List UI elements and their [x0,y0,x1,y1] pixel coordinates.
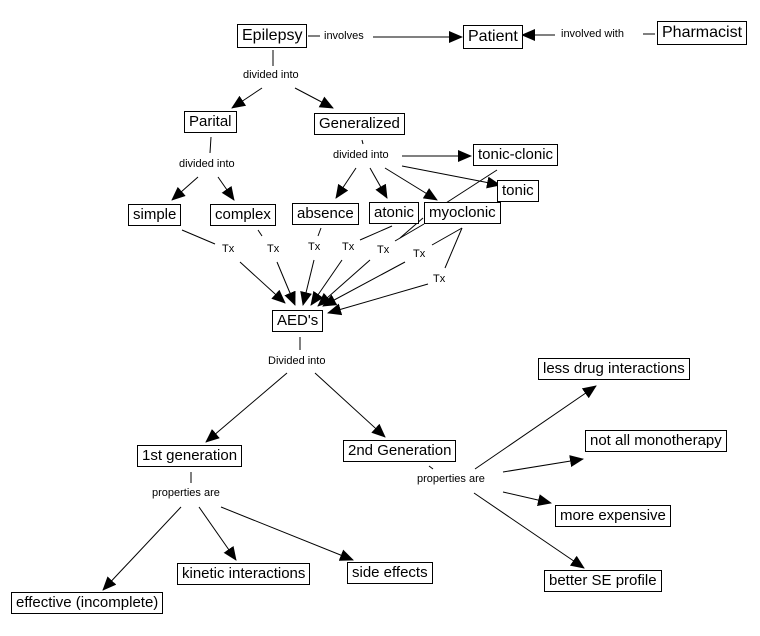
edge-adivided-second [314,372,386,438]
link-label-tx-tonic-clonic: Tx [376,244,391,257]
edge-myoclonic-tx-b [431,227,463,246]
edge-sprops-moreexp [502,491,552,506]
edge-fprops-sideeffects [220,506,354,561]
edge-tx-aeds-1 [239,261,286,304]
edge-sprops-lessdrug [474,385,597,470]
node-better-se-profile[interactable]: better SE profile [544,570,662,592]
node-less-drug-interactions[interactable]: less drug interactions [538,358,690,380]
link-label-generalized-divided-into: divided into [332,149,390,162]
edge-tonicclonic-tx-2 [399,217,424,239]
edge-pdivided-complex [217,176,235,201]
edge-complex-tx [257,229,263,237]
edge-tonic-tx [444,227,463,269]
edge-simple-tx [181,229,216,245]
node-absence[interactable]: absence [292,203,359,225]
edge-fprops-kinetic [198,506,237,561]
link-label-tx-simple: Tx [221,243,236,256]
edge-gdivided-atonic [369,167,388,199]
node-tonic[interactable]: tonic [497,180,539,202]
edge-tx-aeds-6 [322,261,406,307]
node-myoclonic[interactable]: myoclonic [424,202,501,224]
link-label-tx-myoclonic: Tx [412,248,427,261]
edge-tx-aeds-2 [276,261,296,306]
node-effective[interactable]: effective (incomplete) [11,592,164,614]
edge-tx-aeds-7 [327,283,429,316]
node-side-effects[interactable]: side effects [347,562,433,584]
node-patient[interactable]: Patient [463,25,523,49]
edge-tx-aeds-4 [310,259,343,306]
link-label-first-properties-are: properties are [151,487,221,500]
edge-adivided-first [205,372,288,443]
link-label-tx-atonic: Tx [341,241,356,254]
link-label-aeds-divided-into: Divided into [267,355,327,368]
node-epilepsy[interactable]: Epilepsy [237,24,308,48]
edge-divided-parital [231,87,263,109]
link-label-tx-tonic: Tx [432,273,447,286]
node-pharmacist[interactable]: Pharmacist [657,21,748,45]
node-second-generation[interactable]: 2nd Generation [343,440,457,462]
link-label-involved-with: involved with [560,28,625,41]
node-atonic[interactable]: atonic [369,202,420,224]
edge-sprops-betterse [473,492,585,569]
node-simple[interactable]: simple [128,204,182,226]
edge-divided-generalized [294,87,334,109]
edge-myoclonic-tx [394,223,425,242]
node-aeds[interactable]: AED's [272,310,324,332]
node-parital[interactable]: Parital [184,111,237,133]
edge-parital-divided [209,136,212,154]
edge-gdivided-myoclonic [384,167,438,201]
link-label-tx-absence: Tx [307,241,322,254]
edge-pdivided-simple [171,176,199,201]
edge-generalized-divided [361,139,364,145]
edge-second-props [428,465,434,470]
link-label-parital-divided-into: divided into [178,158,236,171]
edge-absence-tx [317,227,322,237]
node-kinetic-interactions[interactable]: kinetic interactions [177,563,311,585]
link-label-second-properties-are: properties are [416,473,486,486]
edge-gdivided-tonic [401,165,501,189]
link-label-epilepsy-divided-into: divided into [242,69,300,82]
node-not-all-monotherapy[interactable]: not all monotherapy [585,430,727,452]
link-label-tx-complex: Tx [266,243,281,256]
node-more-expensive[interactable]: more expensive [555,505,671,527]
node-generalized[interactable]: Generalized [314,113,405,135]
edge-atonic-tx [359,225,393,241]
node-tonic-clonic[interactable]: tonic-clonic [473,144,559,166]
edge-sprops-notmono [502,455,584,473]
edge-fprops-effective [102,506,182,591]
edge-gdivided-absence [335,167,357,199]
node-complex[interactable]: complex [210,204,276,226]
link-label-involves: involves [323,30,365,43]
node-first-generation[interactable]: 1st generation [137,445,243,467]
edge-tx-aeds-3 [300,259,315,306]
